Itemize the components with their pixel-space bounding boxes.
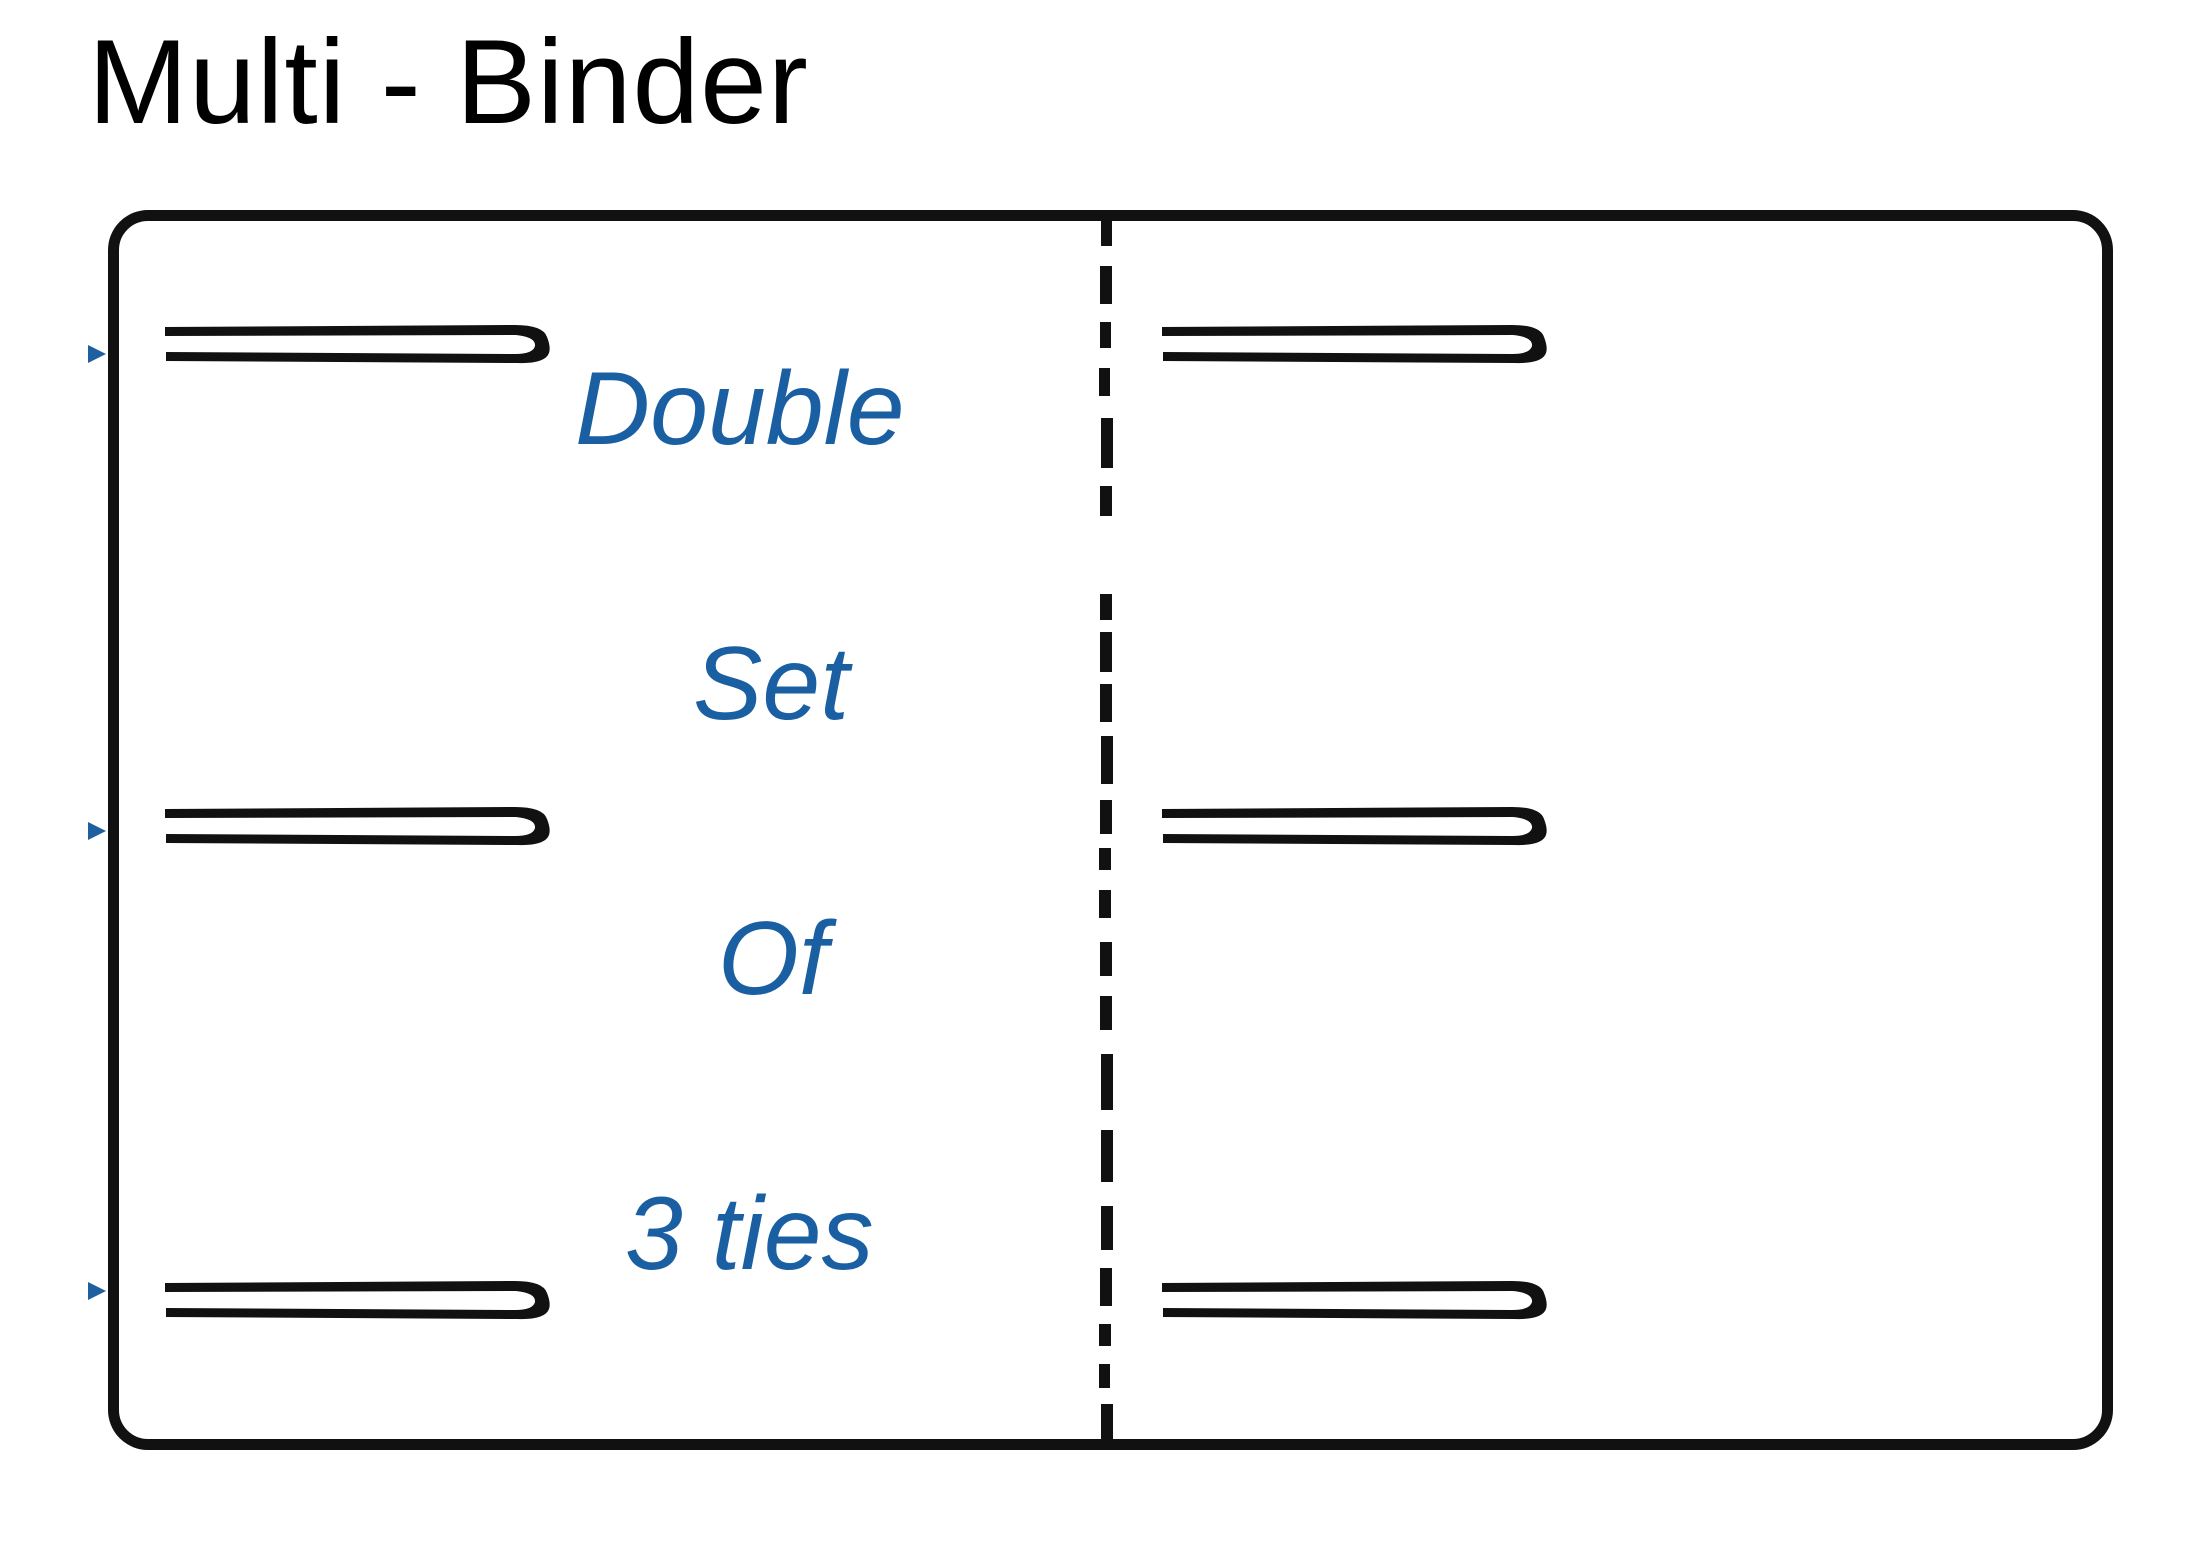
triangle-right-icon [84,1278,110,1304]
tie-mark [163,798,553,854]
annotation-double: Double [575,351,905,467]
triangle-right-icon [84,341,110,367]
page-title: Multi - Binder [88,15,809,149]
annotation-3-ties: 3 ties [625,1176,874,1292]
tie-mark [1160,1272,1550,1328]
tie-mark [1160,316,1550,372]
triangle-right-icon [84,818,110,844]
annotation-set: Set [693,626,850,742]
tie-mark [1160,798,1550,854]
tie-mark [163,316,553,372]
center-fold-divider [1099,212,1113,1448]
tie-mark [163,1272,553,1328]
annotation-of: Of [718,901,828,1017]
